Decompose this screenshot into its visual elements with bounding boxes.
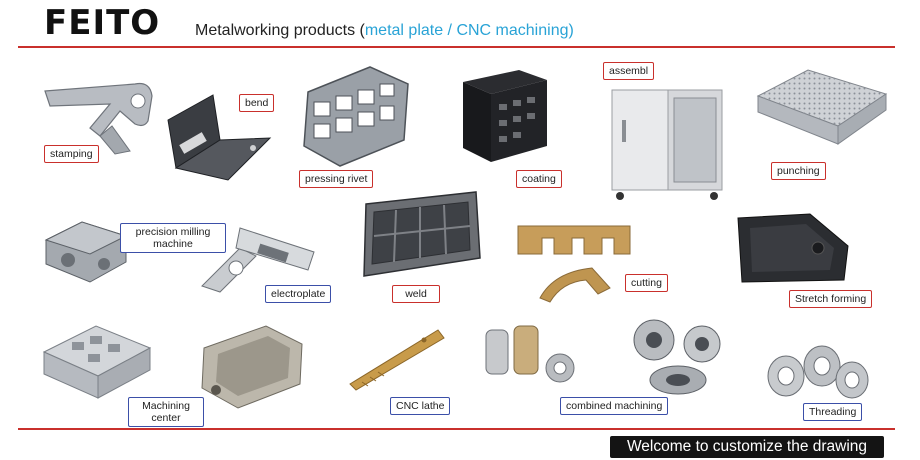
tag-stretch-forming: Stretch forming [789,290,873,308]
stretch-forming-tray-image [737,213,849,283]
tag-electroplate: electroplate [265,285,332,303]
machining-center-block-image [42,325,152,399]
cutting-parts-image [517,225,631,303]
tag-cnc-lathe: CNC lathe [390,397,451,415]
tag-punching: punching [771,162,826,180]
weld-frame-image [363,191,481,277]
headline-prefix: Metalworking products ( [195,22,365,39]
precision-milling-part-image [44,221,128,283]
brand-logo: FEITO [44,3,161,43]
tag-precision-milling: precision milling machine [120,223,226,253]
welcome-banner: Welcome to customize the drawing [610,436,884,458]
combined-machining-parts-image [633,319,721,395]
tag-bend: bend [239,94,275,112]
machined-bracket-image [201,325,303,409]
electroplate-part-image [201,227,315,293]
tag-coating: coating [516,170,562,188]
turned-parts-image [485,325,575,383]
cnc-lathe-shaft-image [349,329,445,391]
page-headline: Metalworking products (metal plate / CNC… [195,22,574,40]
threading-rings-image [767,345,869,399]
tag-stamping: stamping [44,145,99,163]
tag-assembl: assembl [603,62,655,80]
headline-accent: metal plate / CNC machining) [364,22,574,39]
tag-cutting: cutting [625,274,668,292]
pressing-rivet-frame-image [303,66,409,167]
assembly-cabinet-image [611,89,723,200]
punching-tray-image [756,69,888,145]
tag-pressing-rivet: pressing rivet [299,170,374,188]
tag-machining-center: Machining center [128,397,204,427]
coating-box-image [463,70,547,162]
top-divider [18,46,895,48]
bend-part-image [167,94,272,181]
tag-weld: weld [392,285,440,303]
bottom-divider [18,428,895,430]
stamping-part-image [44,82,153,155]
tag-combined-machining: combined machining [560,397,669,415]
tag-threading: Threading [803,403,863,421]
